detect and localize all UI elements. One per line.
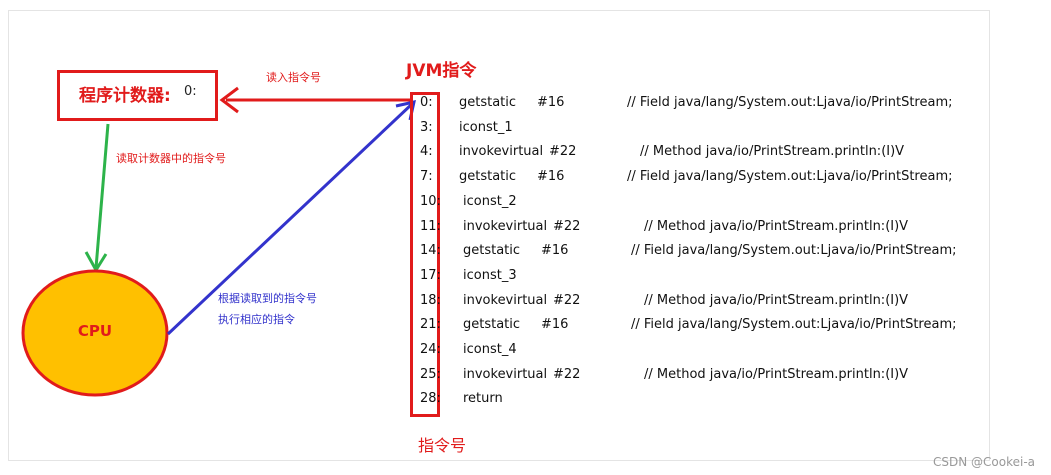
- watermark: CSDN @Cookei-a: [932, 455, 1035, 469]
- instruction-operand: #16: [537, 95, 565, 110]
- instruction-operand: #22: [553, 366, 581, 382]
- instruction-row: 25: invokevirtual #22 // Method java/io/Pri…: [0, 365, 1000, 385]
- execute-arrow: [166, 102, 414, 336]
- instruction-comment: // Method java/io/PrintStream.println:(I…: [640, 144, 905, 160]
- instruction-operand: #16: [541, 317, 569, 333]
- program-counter-label: 程序计数器:: [79, 86, 171, 106]
- instruction-operand: #16: [537, 169, 565, 185]
- instruction-index-box: [410, 92, 440, 417]
- instruction-row: 4: invokevirtual #22 // Method java/io/Prin…: [0, 142, 1000, 162]
- instruction-row: 10: iconst_2: [0, 192, 1000, 212]
- instruction-index-label: 指令号: [418, 436, 467, 455]
- diagram-frame: [8, 10, 990, 461]
- cpu-ellipse: [21, 269, 169, 397]
- instruction-opcode: return: [463, 391, 503, 407]
- program-counter-box: [57, 70, 218, 121]
- instruction-comment: // Field java/lang/System.out:Ljava/io/P…: [631, 243, 957, 259]
- instruction-row: 0: getstatic #16 // Field java/lang/System.…: [0, 93, 1000, 113]
- instruction-row: 18: invokevirtual #22 // Method java/io/Pri…: [0, 291, 1000, 311]
- instruction-operand: #22: [553, 218, 581, 234]
- instruction-index: 14:: [420, 243, 441, 259]
- instruction-opcode: invokevirtual: [463, 366, 548, 382]
- execute-annotation-line1: 根据读取到的指令号: [218, 292, 317, 305]
- instruction-opcode: getstatic: [459, 95, 517, 110]
- instruction-opcode: iconst_1: [459, 119, 513, 135]
- instruction-index: 18:: [420, 292, 441, 308]
- instruction-operand: #22: [549, 144, 577, 160]
- read-counter-arrow: [94, 123, 110, 269]
- instruction-opcode: invokevirtual: [459, 144, 544, 160]
- instruction-opcode: invokevirtual: [463, 292, 548, 308]
- instruction-opcode: getstatic: [459, 169, 517, 185]
- instruction-comment: // Method java/io/PrintStream.println:(I…: [644, 292, 909, 308]
- read-instruction-arrowhead: [219, 86, 239, 114]
- instruction-opcode: getstatic: [463, 317, 521, 333]
- instruction-row: 3: iconst_1: [0, 118, 1000, 138]
- read-counter-annotation: 读取计数器中的指令号: [116, 152, 226, 165]
- instruction-index: 28:: [420, 391, 441, 407]
- instruction-row: 7: getstatic #16 // Field java/lang/System.…: [0, 167, 1000, 187]
- program-counter-value: 0:: [184, 84, 197, 99]
- instruction-comment: // Field java/lang/System.out:Ljava/io/P…: [627, 169, 953, 185]
- instruction-index: 7:: [420, 169, 433, 185]
- instruction-index: 10:: [420, 193, 441, 209]
- instruction-index: 11:: [420, 218, 441, 234]
- jvm-instructions-title: JVM指令: [406, 61, 477, 81]
- instruction-index: 25:: [420, 366, 441, 382]
- instruction-comment: // Field java/lang/System.out:Ljava/io/P…: [631, 317, 957, 333]
- execute-annotation-line2: 执行相应的指令: [218, 313, 295, 326]
- instruction-row: 17: iconst_3: [0, 266, 1000, 286]
- read-instruction-annotation: 读入指令号: [266, 71, 321, 84]
- instruction-index: 17:: [420, 267, 441, 283]
- instruction-comment: // Method java/io/PrintStream.println:(I…: [644, 366, 909, 382]
- instruction-index: 3:: [420, 119, 433, 135]
- instruction-index: 0:: [420, 95, 433, 110]
- instruction-row: 28: return: [0, 389, 1000, 409]
- instruction-row: 24: iconst_4: [0, 340, 1000, 360]
- instruction-index: 21:: [420, 317, 441, 333]
- instruction-opcode: iconst_4: [463, 342, 517, 357]
- instruction-index: 4:: [420, 144, 433, 160]
- instruction-index: 24:: [420, 342, 441, 357]
- instruction-operand: #16: [541, 243, 569, 259]
- instruction-row: 21: getstatic #16 // Field java/lang/System…: [0, 315, 1000, 335]
- cpu-label: CPU: [77, 322, 113, 340]
- instruction-opcode: iconst_3: [463, 267, 517, 283]
- instruction-row: 14: getstatic #16 // Field java/lang/System…: [0, 241, 1000, 261]
- instruction-comment: // Method java/io/PrintStream.println:(I…: [644, 218, 909, 234]
- instruction-operand: #22: [553, 292, 581, 308]
- instruction-row: 11: invokevirtual #22 // Method java/io/Pri…: [0, 217, 1000, 237]
- instruction-comment: // Field java/lang/System.out:Ljava/io/P…: [627, 95, 953, 110]
- instruction-opcode: iconst_2: [463, 193, 517, 209]
- instruction-opcode: invokevirtual: [463, 218, 548, 234]
- instruction-opcode: getstatic: [463, 243, 521, 259]
